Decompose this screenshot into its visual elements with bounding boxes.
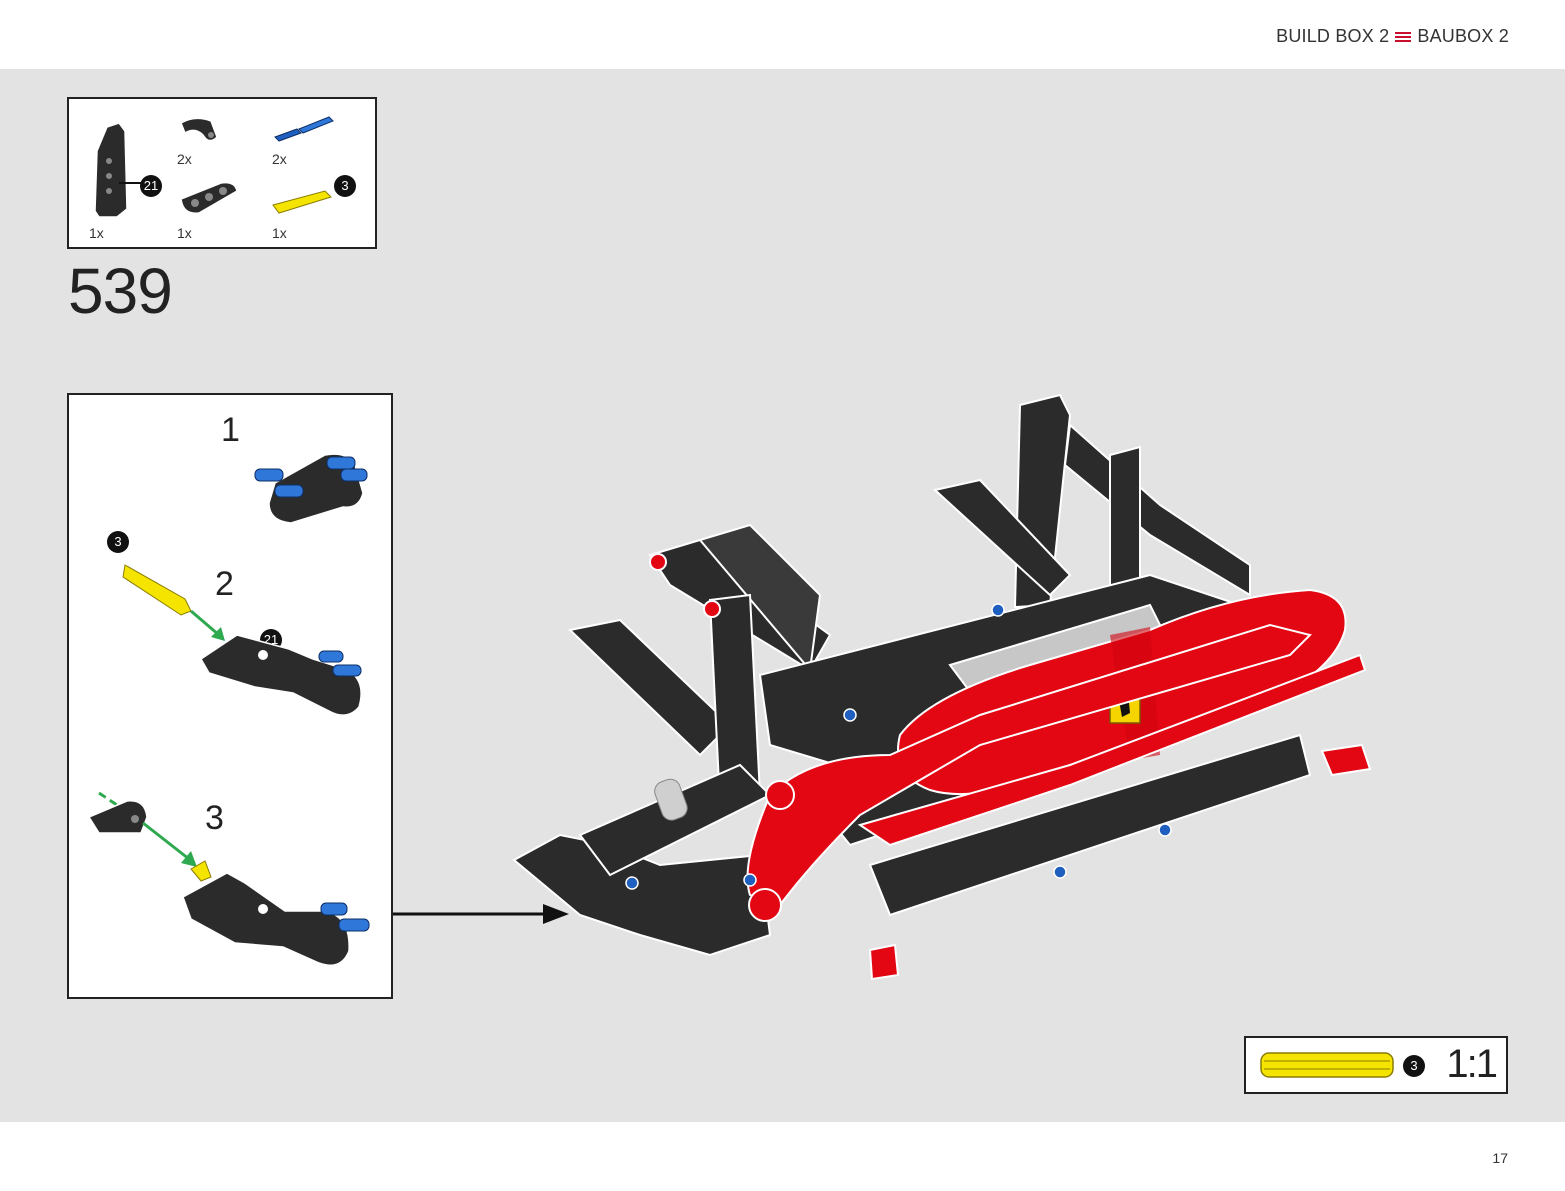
connector-arrow-icon xyxy=(393,904,569,924)
green-arrow-icon xyxy=(190,609,225,641)
title-en: BUILD BOX 2 xyxy=(1276,26,1390,46)
panel-part-icon xyxy=(94,122,141,218)
substep-label: 1 xyxy=(221,411,240,449)
part-qty: 1x xyxy=(89,225,104,241)
size-badge: 3 xyxy=(1403,1055,1425,1077)
substep-3-assembly-icon xyxy=(182,860,370,966)
scale-ratio: 1:1 xyxy=(1446,1042,1498,1086)
page-footer: 17 xyxy=(0,1122,1565,1191)
model-assembly-illustration xyxy=(512,393,1372,981)
blue-pin-part-icon xyxy=(274,116,334,142)
build-box-title: BUILD BOX 2 BAUBOX 2 xyxy=(1276,26,1509,47)
curved-beam-part-icon xyxy=(180,117,218,142)
part-qty: 1x xyxy=(177,225,192,241)
yellow-axle-part-icon xyxy=(272,190,332,214)
page-number: 17 xyxy=(1492,1150,1508,1166)
substep-label: 2 xyxy=(215,565,234,603)
parts-list-box: 21 1x 2x 2x 1x 3 1x xyxy=(67,97,377,249)
size-badge: 21 xyxy=(140,175,162,197)
curved-beam-icon xyxy=(87,791,148,834)
substep-label: 3 xyxy=(205,799,224,837)
hamburger-icon xyxy=(1395,31,1412,43)
black-beam-part-icon xyxy=(180,181,238,214)
part-qty: 2x xyxy=(272,151,287,167)
yellow-axle-scale-icon xyxy=(1260,1052,1394,1078)
substep-1-assembly-icon xyxy=(254,453,368,524)
part-qty: 2x xyxy=(177,151,192,167)
substep-callout-box: 1 3 2 21 3 xyxy=(67,393,393,999)
page-header: BUILD BOX 2 BAUBOX 2 xyxy=(0,0,1565,69)
size-badge: 3 xyxy=(107,531,129,553)
yellow-axle-icon xyxy=(122,564,192,616)
step-number: 539 xyxy=(68,255,173,327)
title-de: BAUBOX 2 xyxy=(1417,26,1509,46)
size-badge: 3 xyxy=(334,175,356,197)
substep-2-assembly-icon xyxy=(200,634,362,716)
part-qty: 1x xyxy=(272,225,287,241)
axle-scale-box: 3 1:1 xyxy=(1244,1036,1508,1094)
green-arrow-icon xyxy=(142,821,197,867)
